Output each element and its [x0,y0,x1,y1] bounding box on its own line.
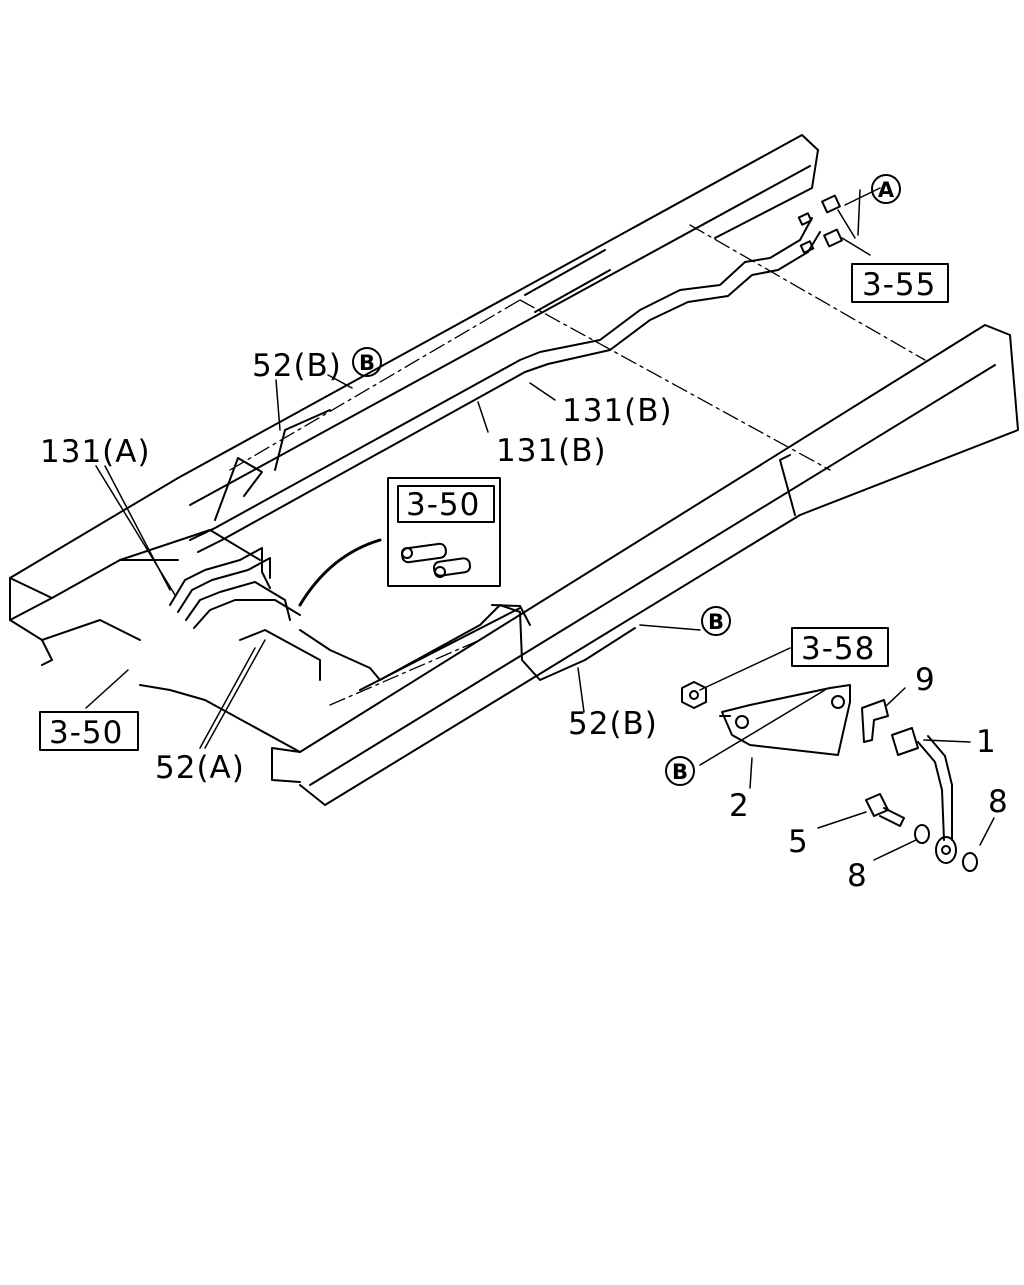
washer-part-8 [914,824,978,872]
callout-131b-right: 131(B) [562,393,673,429]
leader-lines [85,187,995,861]
ref-3-50: 3-50 [49,715,123,751]
marker-a: A [878,178,895,202]
callout-5: 5 [788,824,809,860]
union-fittings [797,194,843,254]
bracket-part-2 [719,684,851,756]
valve-part-icon [401,542,472,578]
callout-52b-bottom: 52(B) [568,706,658,742]
ref-3-58: 3-58 [801,631,875,667]
inset-arrow-arc [298,538,382,607]
callout-8-left: 8 [847,858,868,894]
clip-part-9 [861,699,889,743]
ref-3-55: 3-55 [862,267,936,303]
callout-1: 1 [976,724,997,760]
callout-52b-top: 52(B) [252,348,342,384]
frame-rail-right [271,324,1019,806]
callout-131b-mid: 131(B) [496,433,607,469]
marker-b-right: B [708,610,724,634]
frame-rail-left [9,134,819,621]
nut-icon [681,681,707,709]
brake-pipe-131a [169,457,301,629]
callout-8-right: 8 [988,784,1009,820]
ref-box-3-58 [791,627,889,667]
marker-b-bottom: B [672,760,688,784]
hose-part-1 [891,727,957,864]
ref-box-3-50 [39,711,139,751]
center-lines [229,224,926,706]
ref-3-50-inset: 3-50 [406,487,480,523]
callout-52a: 52(A) [155,750,245,786]
ref-box-3-50-inset [397,485,495,523]
marker-b-bottom-circle [665,756,695,786]
bolt-part-5 [865,793,905,827]
marker-b-top-circle [352,347,382,377]
brake-pipe-52b-right [491,604,636,681]
brake-pipe-52b-left [274,409,331,471]
marker-b-top: B [359,351,375,375]
marker-a-circle [871,174,901,204]
callout-2: 2 [729,788,750,824]
marker-b-right-circle [701,606,731,636]
callout-9: 9 [915,662,936,698]
ref-box-3-55 [851,263,949,303]
callout-131a: 131(A) [40,434,151,470]
brake-pipe-52a [239,604,521,681]
cross-member [9,529,521,806]
inset-box [387,477,501,587]
brake-pipe-131b-upper [189,217,821,553]
